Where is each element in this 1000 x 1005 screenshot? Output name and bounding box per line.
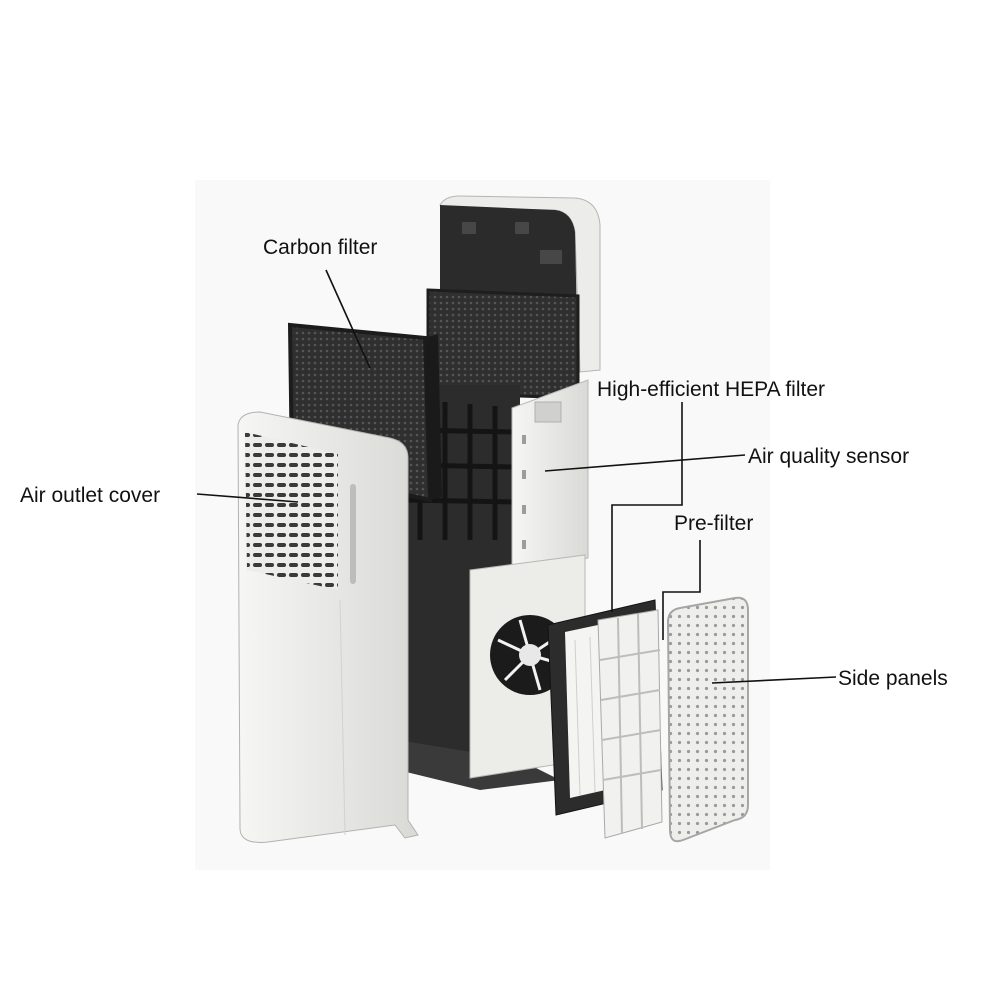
side-panel [666,596,749,843]
callout-air-quality-sensor: Air quality sensor [748,445,910,468]
leader-air-outlet-cover [196,493,299,503]
leader-hepa-filter [611,402,683,612]
callout-carbon-filter: Carbon filter [263,236,378,259]
callout-side-panels: Side panels [838,667,948,690]
leader-side-panels [711,676,837,684]
leader-pre-filter [662,540,701,640]
rear-carbon-filter [426,288,580,400]
leader-carbon-filter [325,269,371,369]
air-outlet-cover [237,411,419,843]
callout-air-outlet-cover: Air outlet cover [20,484,161,507]
leader-lines [196,269,837,684]
callout-pre-filter: Pre-filter [674,512,754,535]
callout-hepa-filter: High-efficient HEPA filter [597,378,825,401]
sensor-column [511,379,589,576]
leader-air-quality-sensor [544,454,746,472]
pre-filter [597,609,663,839]
